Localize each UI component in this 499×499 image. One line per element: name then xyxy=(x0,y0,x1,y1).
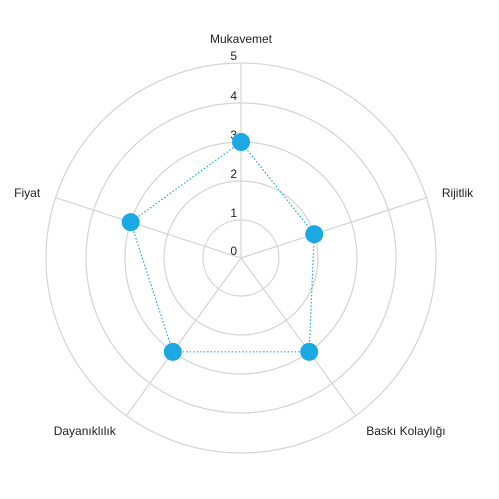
tick-label-4: 4 xyxy=(230,89,237,103)
spoke-3 xyxy=(125,257,242,417)
spoke-1 xyxy=(240,197,427,259)
spoke-layer xyxy=(55,63,427,417)
tick-label-3: 3 xyxy=(230,128,237,142)
tick-label-0: 0 xyxy=(230,244,237,258)
axis-label-2: Baskı Kolaylığı xyxy=(366,424,445,438)
axis-label-1: Rijitlik xyxy=(442,186,474,200)
tick-label-2: 2 xyxy=(230,167,237,181)
series-0-point-2 xyxy=(300,342,319,361)
spoke-2 xyxy=(240,257,357,417)
tick-label-1: 1 xyxy=(230,206,237,220)
series-0-point-0 xyxy=(232,133,250,151)
series-0-line xyxy=(129,141,315,353)
tick-labels: 0 1 2 3 4 5 xyxy=(230,49,237,258)
series-0-point-1 xyxy=(305,225,324,244)
axis-label-4: Fiyat xyxy=(14,186,41,200)
tick-label-5: 5 xyxy=(230,49,237,63)
series-0-point-3 xyxy=(163,342,182,361)
series-layer xyxy=(121,133,324,361)
axis-label-3: Dayanıklılık xyxy=(54,424,117,438)
axis-label-0: Mukavemet xyxy=(210,32,273,46)
spoke-4 xyxy=(55,197,242,259)
series-0-point-4 xyxy=(121,213,140,232)
